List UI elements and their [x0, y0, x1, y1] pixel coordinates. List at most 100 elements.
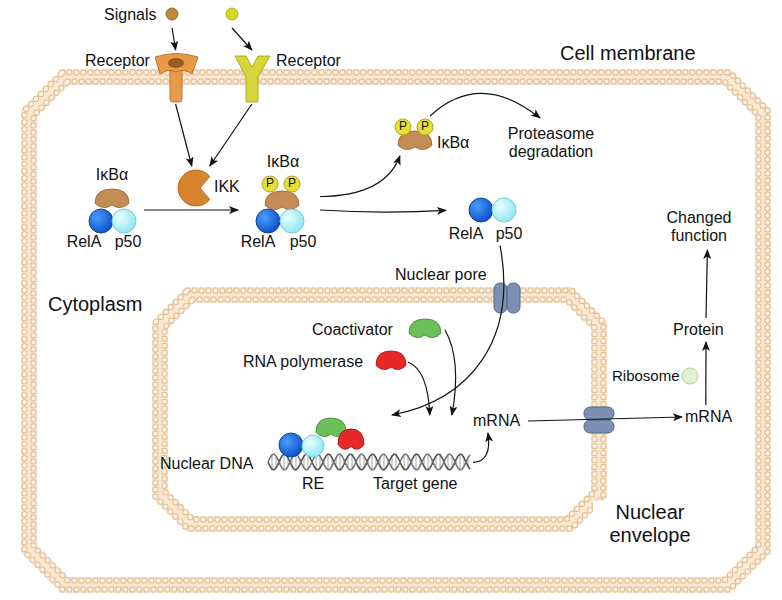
arrow-connector — [392, 245, 504, 415]
path-shape — [268, 454, 470, 470]
text-holder: RNA polymerase — [243, 353, 363, 371]
polygon-shape — [165, 300, 595, 520]
arrow-connector — [172, 28, 176, 50]
text-holder: Cell membrane — [560, 42, 696, 65]
text-holder: mRNA — [473, 412, 520, 430]
text-holder: p50 — [115, 233, 142, 251]
text-holder: P — [399, 120, 407, 134]
node-label: P — [266, 177, 274, 191]
path-shape — [338, 429, 364, 449]
g-shape — [469, 198, 516, 222]
circle-shape — [226, 8, 238, 20]
node-label: Ribosome — [612, 367, 680, 384]
circle-shape — [280, 209, 304, 233]
text-holder: Protein — [673, 321, 724, 339]
phosphorylated-complex-node: IκBαPP RelA p50 — [238, 150, 320, 253]
nuclear-pore-node: Nuclear pore — [393, 263, 525, 317]
g-shape — [376, 351, 406, 370]
node-label: Cytoplasm — [48, 293, 142, 316]
text-holder: Receptor — [276, 52, 341, 70]
rect-shape — [507, 283, 520, 313]
node-label: IκBα — [437, 134, 469, 152]
node-label: p50 — [115, 233, 142, 251]
node-label: mRNA — [473, 412, 520, 430]
ellipse-shape — [168, 58, 184, 68]
node-label: RelA — [449, 225, 484, 243]
text-holder: Signals — [104, 6, 156, 24]
g-shape — [156, 291, 615, 529]
polygon-shape — [25, 73, 768, 590]
text-holder: IκBα — [437, 134, 469, 152]
text-holder: RelA — [241, 233, 276, 251]
arrow-connector — [408, 362, 430, 415]
arrow-connector — [320, 156, 400, 197]
text-holder: RelA — [449, 225, 484, 243]
arrow-connector — [176, 104, 192, 166]
circle-shape — [256, 209, 280, 233]
node-label: RelA — [241, 233, 276, 251]
receptor-symbol-node: Receptor — [232, 50, 346, 104]
arrow-connector — [144, 209, 238, 210]
ikk-kinase-node: IKK — [176, 166, 248, 212]
g-shape — [25, 73, 768, 590]
polygon-shape — [34, 82, 759, 581]
arrow-connector — [705, 342, 706, 405]
node-label: Receptor — [276, 52, 341, 70]
rect-shape — [584, 407, 614, 420]
node-label: Changed function — [654, 209, 744, 246]
text-holder: Receptor — [85, 52, 150, 70]
node-label: p50 — [290, 233, 317, 251]
g-shape — [682, 368, 698, 384]
node-label: Receptor — [85, 52, 150, 70]
arrow-connector — [706, 250, 707, 318]
arrow-connector — [210, 104, 252, 166]
path-shape — [155, 54, 198, 75]
text-holder: P — [288, 177, 296, 191]
node-label: P — [421, 120, 429, 134]
text-holder: IκBα — [267, 153, 299, 171]
mrna-label-node: mRNA — [682, 405, 740, 429]
polygon-shape — [25, 73, 768, 590]
function-label-node: Changed function — [654, 206, 746, 250]
text-holder: mRNA — [685, 408, 732, 426]
path-shape — [235, 56, 270, 102]
node-label: Cell membrane — [560, 42, 696, 65]
text-holder: IκBα — [96, 166, 128, 184]
node-label: Nuclear envelope — [593, 501, 707, 547]
inactive-complex-node: IκBαRelAp50 — [62, 163, 144, 253]
path-shape — [265, 191, 299, 210]
path-shape — [409, 319, 441, 338]
coactivator-protein-node: Coactivator — [310, 317, 445, 343]
mrna-label-node: mRNA — [470, 409, 528, 433]
protein-label-node: Protein — [670, 318, 730, 342]
arrow-connector — [430, 93, 540, 118]
circle-shape — [89, 209, 113, 233]
rect-shape — [170, 68, 182, 102]
g-shape — [395, 119, 433, 150]
g-shape — [268, 418, 470, 470]
text-holder: p50 — [496, 225, 523, 243]
g-shape — [256, 176, 304, 233]
g-shape — [494, 283, 520, 313]
phosphorylated-ikba-node: PP IκBα — [394, 116, 478, 156]
polygon-shape — [156, 291, 604, 529]
circle-shape — [112, 209, 136, 233]
circle-shape — [682, 368, 698, 384]
dna-strand-node: Nuclear DNARETarget gene — [158, 415, 473, 495]
circle-shape — [417, 119, 433, 135]
node-label: p50 — [496, 225, 523, 243]
polygon-shape — [34, 82, 759, 581]
rect-shape — [584, 420, 614, 433]
node-label: Protein — [673, 321, 724, 339]
node-label: IKK — [214, 178, 240, 196]
polygon-shape — [165, 300, 595, 520]
node-label: P — [399, 120, 407, 134]
arrow-connector — [473, 433, 489, 462]
g-shape — [409, 319, 441, 338]
text-holder: Nuclear pore — [395, 266, 487, 284]
circle-shape — [262, 176, 278, 192]
text-holder: Proteasome degradation — [499, 125, 604, 162]
text-holder: Nuclear DNA — [160, 455, 253, 473]
arrow-connector — [232, 28, 252, 50]
arrow-connector — [320, 210, 446, 212]
